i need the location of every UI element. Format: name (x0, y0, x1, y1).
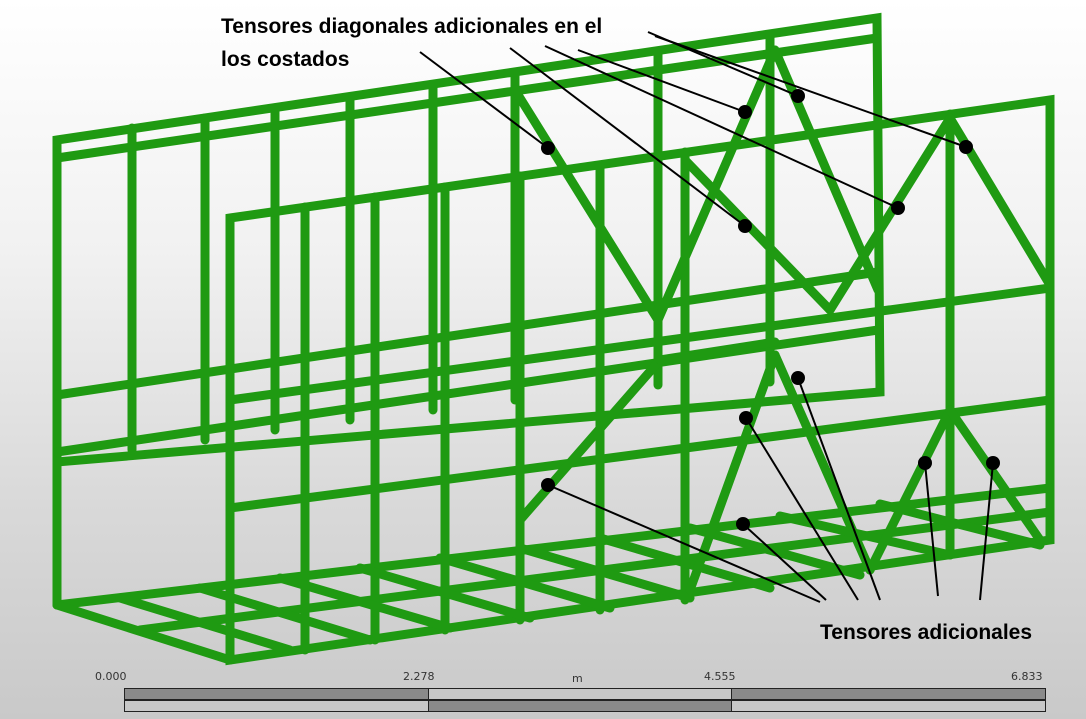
annotation-leader-lines (419, 31, 994, 603)
marker-dot (739, 411, 753, 425)
scale-label-3: 6.833 (1011, 670, 1043, 683)
marker-dot (541, 141, 555, 155)
marker-dot (891, 201, 905, 215)
scale-label-1: 2.278 (403, 670, 435, 683)
marker-dot (959, 140, 973, 154)
marker-dot (791, 371, 805, 385)
marker-dot (541, 478, 555, 492)
scale-label-0: 0.000 (95, 670, 127, 683)
annotation-bottom: Tensores adicionales (820, 621, 1033, 644)
scale-seg-1-top (124, 688, 429, 700)
scale-seg-2-bottom (428, 700, 732, 712)
marker-dot (791, 89, 805, 103)
annotation-top-line1: Tensores diagonales adicionales en el (221, 15, 603, 38)
scale-seg-1-bottom (124, 700, 429, 712)
marker-dot (986, 456, 1000, 470)
marker-dot (738, 219, 752, 233)
marker-dot (918, 456, 932, 470)
tensor-markers (541, 89, 1000, 531)
scale-seg-2-top (428, 688, 732, 700)
scale-seg-3-bottom (731, 700, 1046, 712)
marker-dot (736, 517, 750, 531)
annotation-top-line2: los costados (221, 48, 350, 71)
green-frame-structure (52, 12, 1055, 666)
scale-bar (124, 688, 1046, 714)
scale-seg-3-top (731, 688, 1046, 700)
scale-unit: m (572, 672, 583, 685)
marker-dot (738, 105, 752, 119)
scale-label-2: 4.555 (704, 670, 736, 683)
